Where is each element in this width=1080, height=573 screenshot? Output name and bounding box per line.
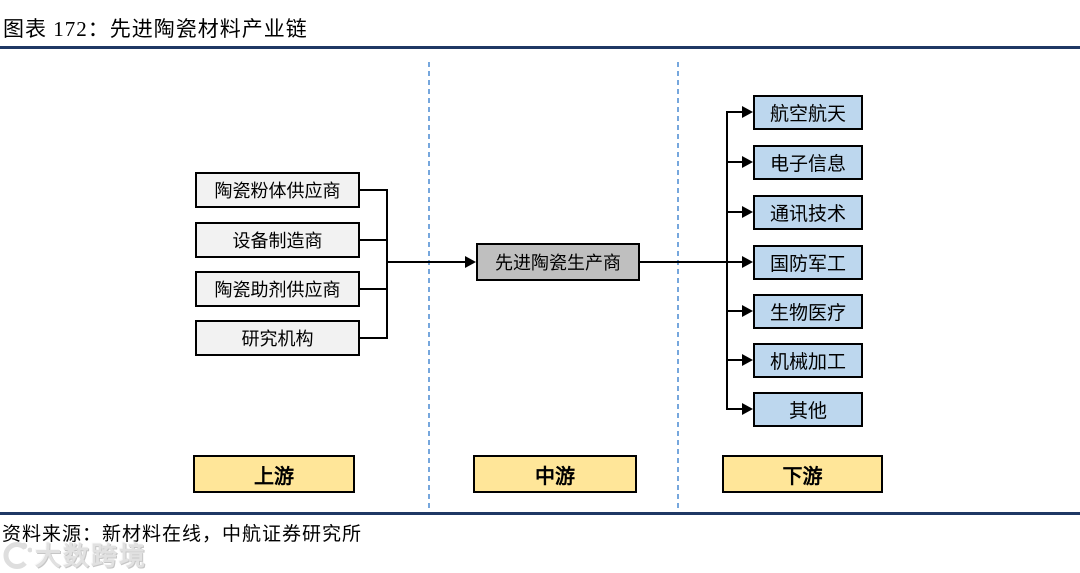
node-label: 航空航天	[769, 104, 846, 125]
arrowhead	[742, 354, 753, 366]
connector-stub	[726, 161, 744, 163]
stage-label-text: 中游	[535, 465, 575, 488]
top-rule	[0, 46, 1080, 49]
arrowhead	[742, 305, 753, 317]
node-label: 生物医疗	[769, 303, 846, 324]
stage-label-downstream: 下游	[722, 455, 883, 493]
arrowhead-to-midstream	[465, 256, 476, 268]
upstream-node-ceramic-powder-supplier: 陶瓷粉体供应商	[195, 172, 360, 208]
bottom-rule	[0, 512, 1080, 515]
node-label: 国防军工	[769, 254, 846, 275]
downstream-node-defense-military: 国防军工	[753, 245, 863, 280]
connector-stub	[360, 239, 388, 241]
node-label: 机械加工	[769, 352, 846, 373]
stage-label-text: 下游	[782, 465, 823, 488]
upstream-junction-line	[386, 189, 388, 339]
node-label: 通讯技术	[769, 204, 846, 225]
upstream-node-equipment-manufacturer: 设备制造商	[195, 222, 360, 258]
downstream-node-communication-technology: 通讯技术	[753, 195, 863, 230]
downstream-node-others: 其他	[753, 392, 863, 427]
node-label: 研究机构	[241, 329, 314, 349]
figure-title: 图表 172：先进陶瓷材料产业链	[3, 17, 308, 41]
stage-label-upstream: 上游	[193, 455, 355, 493]
connector-stub	[726, 408, 744, 410]
node-label: 陶瓷助剂供应商	[214, 280, 341, 300]
upstream-node-research-institution: 研究机构	[195, 320, 360, 356]
downstream-node-aerospace: 航空航天	[753, 95, 863, 130]
connector-stub	[726, 211, 744, 213]
arrowhead	[742, 256, 753, 268]
connector-stub	[726, 111, 744, 113]
node-label: 先进陶瓷生产商	[495, 253, 621, 273]
downstream-node-biomedical: 生物医疗	[753, 294, 863, 329]
arrowhead	[742, 403, 753, 415]
connector-stub	[726, 359, 744, 361]
downstream-node-electronic-information: 电子信息	[753, 145, 863, 180]
arrowhead	[742, 106, 753, 118]
connector-stub	[360, 189, 388, 191]
midstream-to-downstream-line	[640, 261, 727, 263]
divider-midstream-downstream	[677, 62, 679, 510]
connector-stub	[360, 337, 388, 339]
upstream-to-midstream-line	[386, 261, 466, 263]
node-label: 其他	[788, 401, 827, 422]
stage-label-midstream: 中游	[473, 455, 637, 493]
connector-stub	[726, 261, 744, 263]
connector-stub	[726, 310, 744, 312]
upstream-node-ceramic-additive-supplier: 陶瓷助剂供应商	[195, 271, 360, 307]
downstream-node-machining: 机械加工	[753, 343, 863, 378]
arrowhead	[742, 206, 753, 218]
midstream-node-advanced-ceramic-producer: 先进陶瓷生产商	[476, 243, 640, 281]
arrowhead	[742, 156, 753, 168]
node-label: 电子信息	[769, 154, 846, 175]
source-note: 资料来源：新材料在线，中航证券研究所	[2, 524, 363, 545]
node-label: 设备制造商	[232, 231, 323, 251]
node-label: 陶瓷粉体供应商	[214, 181, 341, 201]
divider-upstream-midstream	[428, 62, 430, 510]
downstream-junction-line	[726, 111, 728, 410]
connector-stub	[360, 288, 388, 290]
stage-label-text: 上游	[254, 465, 294, 488]
